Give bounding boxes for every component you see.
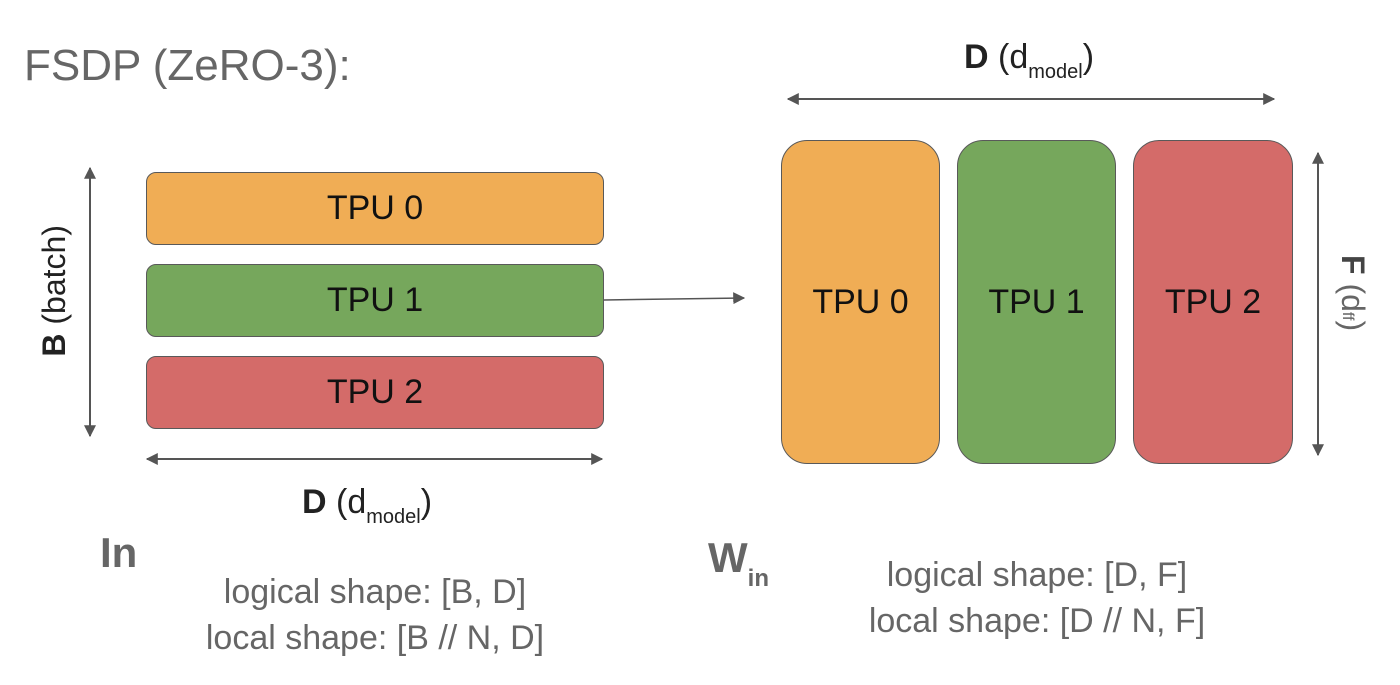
input-dim-axis-sub: model <box>366 506 421 528</box>
weight-block-tpu1-label: TPU 1 <box>988 282 1085 321</box>
input-block-tpu0: TPU 0 <box>146 172 604 245</box>
input-name: In <box>100 532 137 574</box>
input-block-tpu1-label: TPU 1 <box>326 281 424 319</box>
weight-name-main: W <box>708 534 748 581</box>
weight-block-tpu0: TPU 0 <box>781 140 940 464</box>
diagram-title: FSDP (ZeRO-3): <box>24 41 351 90</box>
input-dim-axis-bold: D <box>302 483 327 521</box>
weight-dim-axis-close: ) <box>1082 38 1095 76</box>
input-logical-shape: logical shape: [B, D] <box>223 573 527 611</box>
weight-logical-shape: logical shape: [D, F] <box>886 556 1188 594</box>
weight-name: Win <box>708 537 769 591</box>
weight-local-shape: local shape: [D // N, F] <box>868 601 1206 640</box>
input-block-tpu2: TPU 2 <box>146 356 604 429</box>
weight-shapes: logical shape: [D, F] local shape: [D //… <box>846 553 1228 645</box>
input-dim-axis-close: ) <box>420 483 433 521</box>
weight-block-tpu0-label: TPU 0 <box>812 282 909 321</box>
batch-axis-text: (batch) <box>36 225 72 325</box>
input-block-tpu0-label: TPU 0 <box>326 189 424 227</box>
batch-axis-bold: B <box>36 333 72 357</box>
weight-dim-axis-bold: D <box>964 38 989 76</box>
input-block-tpu1: TPU 1 <box>146 264 604 337</box>
connector-arrow <box>603 292 746 305</box>
weight-dim-axis-sub: model <box>1028 61 1083 83</box>
batch-axis-label: B (batch) <box>36 225 72 357</box>
input-name-text: In <box>100 529 138 576</box>
weight-ff-axis-sub: ff <box>1339 311 1356 321</box>
weight-block-tpu2-label: TPU 2 <box>1164 282 1262 321</box>
weight-ff-axis-bold: F <box>1335 255 1371 275</box>
input-shapes: logical shape: [B, D] local shape: [B //… <box>184 570 566 662</box>
weight-block-tpu2: TPU 2 <box>1133 140 1293 464</box>
input-local-shape: local shape: [B // N, D] <box>205 618 545 657</box>
weight-block-tpu1: TPU 1 <box>957 140 1116 464</box>
weight-ff-axis-open: (d <box>1335 283 1371 312</box>
weight-name-sub: in <box>747 565 769 592</box>
weight-ff-axis-label: F (dff) <box>1335 255 1371 332</box>
input-dim-axis-open: (d <box>336 483 367 521</box>
weight-dim-axis-label: D (dmodel) <box>964 40 1094 82</box>
weight-ff-axis-close: ) <box>1335 320 1371 332</box>
input-dim-axis-label: D (dmodel) <box>302 485 432 527</box>
weight-dim-axis-open: (d <box>998 38 1029 76</box>
input-block-tpu2-label: TPU 2 <box>326 373 424 411</box>
